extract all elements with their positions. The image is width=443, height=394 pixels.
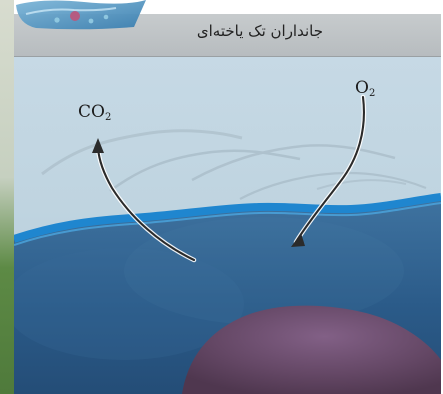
o2-label: O2 bbox=[355, 78, 375, 99]
co2-main-text: CO bbox=[78, 102, 105, 122]
co2-subscript: 2 bbox=[105, 112, 111, 123]
o2-main-text: O bbox=[355, 78, 369, 98]
co2-label: CO2 bbox=[78, 102, 111, 123]
o2-subscript: 2 bbox=[369, 88, 375, 99]
left-edge-photo-strip bbox=[0, 0, 14, 394]
cell-icon bbox=[14, 0, 148, 40]
diagram-panel: جانداران تک یاخته‌ای bbox=[14, 0, 441, 394]
page-title: جانداران تک یاخته‌ای bbox=[197, 22, 323, 40]
